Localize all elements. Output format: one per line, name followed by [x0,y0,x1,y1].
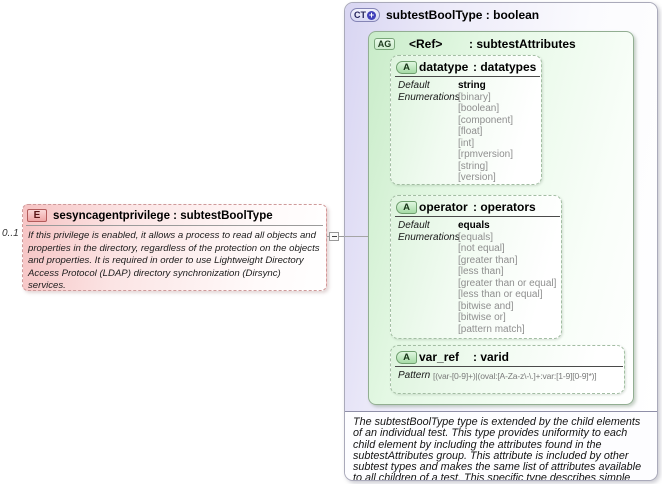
facet-enum-list: [equals][not equal][greater than][less t… [458,232,559,336]
attribute-header-divider [395,76,540,77]
facet-pattern-value: [(var-[0-9]+)|(oval:[A-Za-z\-\.]+:var:[1… [433,371,597,381]
element-documentation: If this privilege is enabled, it allows … [28,230,320,292]
facet-labels: Default Enumerations [398,220,460,335]
enum-value: [string] [458,160,489,172]
enum-value: [bitwise or] [458,312,506,323]
attribute-name: operator [419,200,468,214]
facet-label-enumerations: Enumerations [398,231,460,243]
attribute-facets: Default Enumerations string [binary][boo… [391,79,541,186]
attribute-header: A var_ref : varid [391,346,624,366]
element-title: sesyncagentprivilege : subtestBoolType [53,209,273,222]
attribute-group-ref-label: <Ref> [409,37,443,51]
enum-value: [boolean] [458,103,500,114]
facet-label-default: Default [398,80,430,91]
attribute-header: A datatype : datatypes [391,56,541,76]
collapse-toggle-icon[interactable] [329,232,339,241]
complex-type-box-subtestbooltype[interactable]: CT + subtestBoolType : boolean AG <Ref> … [344,2,658,481]
complex-type-header: CT + subtestBoolType : boolean [345,3,657,22]
attribute-badge-icon: A [396,60,417,74]
facet-values: string [binary][boolean][component][floa… [458,80,539,184]
attribute-facets: Default Enumerations equals [equals][not… [391,219,561,337]
enum-value: [less than] [458,266,504,277]
attribute-name: datatype [419,60,469,74]
enum-value: [less than or equal] [458,289,543,300]
facet-label-default: Default [398,220,430,231]
attribute-badge-icon: A [396,350,417,364]
facet-default-value: equals [458,220,490,231]
attribute-box-operator[interactable]: A operator : operators Default Enumerati… [390,195,562,339]
cardinality-label: 0..1 [2,228,19,239]
facet-values: equals [equals][not equal][greater than]… [458,220,559,335]
attribute-header-divider [395,366,623,367]
complex-type-diagram-area: CT + subtestBoolType : boolean AG <Ref> … [345,3,657,411]
enum-value: [component] [458,114,514,126]
enum-value: [int] [458,137,475,149]
attribute-box-datatype[interactable]: A datatype : datatypes Default Enumerati… [390,55,542,185]
attribute-header-divider [395,216,560,217]
facet-labels: Default Enumerations [398,80,460,184]
attribute-facets: Pattern [(var-[0-9]+)|(oval:[A-Za-z\-\.]… [391,369,624,385]
minus-icon [331,236,337,237]
footer-divider [345,411,657,412]
complex-type-title: subtestBoolType : boolean [386,8,540,22]
enum-value: [greater than] [458,254,518,266]
element-box-sesyncagentprivilege[interactable]: E sesyncagentprivilege : subtestBoolType… [22,204,327,291]
complex-type-documentation: The subtestBoolType type is extended by … [345,412,657,480]
enum-value: [pattern match] [458,323,525,335]
enum-value: [float] [458,126,483,137]
element-badge-icon: E [27,209,47,222]
enum-value: [version] [458,172,496,183]
tree-trunk-line [345,236,382,237]
facet-label-pattern: Pattern [398,370,431,381]
facet-values: [(var-[0-9]+)|(oval:[A-Za-z\-\.]+:var:[1… [433,370,622,383]
facet-label-enumerations: Enumerations [398,91,460,103]
enum-value: [rpmversion] [458,149,514,160]
attribute-header: A operator : operators [391,196,561,216]
attribute-name: var_ref [419,350,460,364]
element-header: E sesyncagentprivilege : subtestBoolType [23,205,326,224]
facet-default-value: string [458,80,486,91]
attribute-group-header: AG <Ref> : subtestAttributes [369,32,633,51]
attribute-box-var-ref[interactable]: A var_ref : varid Pattern [(var-[0-9]+)|… [390,345,625,394]
facet-enum-list: [binary][boolean][component][float][int]… [458,92,539,184]
connector-line [339,236,345,237]
facet-labels: Pattern [398,370,433,383]
enum-value: [greater than or equal] [458,277,557,289]
attribute-group-box-subtestattributes[interactable]: AG <Ref> : subtestAttributes A datatype … [368,31,634,405]
plus-icon: + [367,9,376,20]
enum-value: [bitwise and] [458,300,514,312]
enum-value: [equals] [458,231,494,243]
enum-value: [not equal] [458,243,505,254]
attribute-group-type-label: : subtestAttributes [469,37,576,51]
attribute-group-badge-icon: AG [374,38,395,50]
attribute-type: : operators [473,200,536,214]
complex-type-badge-icon[interactable]: CT + [350,8,380,22]
attribute-type: : varid [473,350,510,364]
element-header-divider [26,225,323,226]
connector-line [327,236,330,237]
enum-value: [binary] [458,91,491,103]
complex-type-badge-label: CT [354,10,366,20]
attribute-badge-icon: A [396,200,417,214]
attribute-type: : datatypes [473,60,537,74]
